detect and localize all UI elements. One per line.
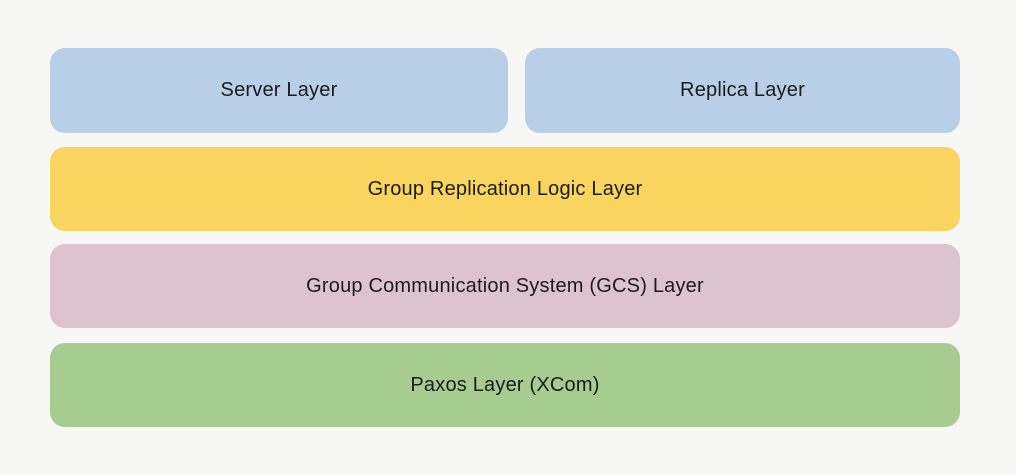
replica-layer-box: Replica Layer — [525, 48, 960, 133]
paxos-layer-label: Paxos Layer (XCom) — [410, 373, 600, 396]
replica-layer-label: Replica Layer — [680, 79, 805, 101]
group-replication-logic-layer-label: Group Replication Logic Layer — [367, 177, 643, 200]
server-layer-label: Server Layer — [220, 79, 338, 101]
server-layer-box: Server Layer — [50, 48, 508, 133]
group-replication-logic-layer-box: Group Replication Logic Layer — [50, 147, 960, 231]
paxos-layer-box: Paxos Layer (XCom) — [50, 343, 960, 427]
gcs-layer-label: Group Communication System (GCS) Layer — [306, 274, 704, 297]
gcs-layer-box: Group Communication System (GCS) Layer — [50, 244, 960, 328]
